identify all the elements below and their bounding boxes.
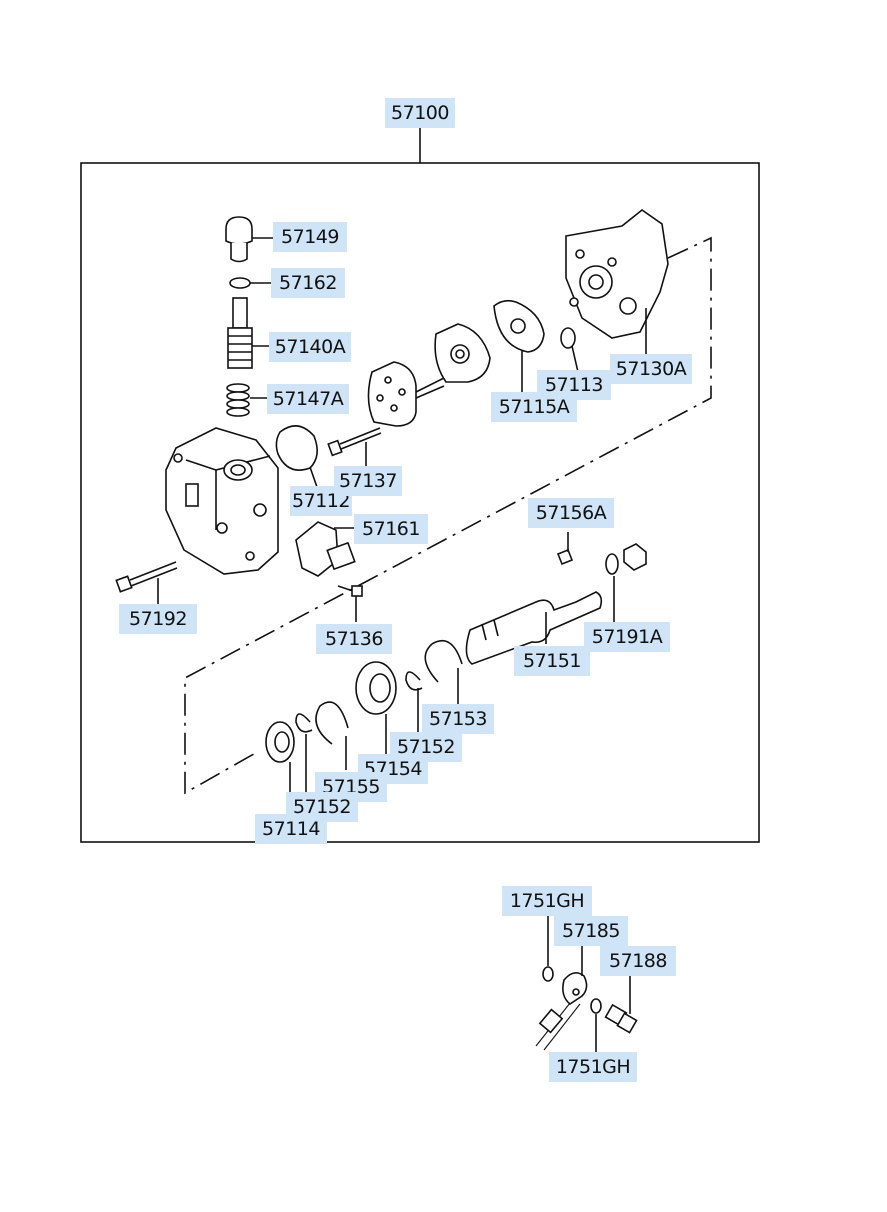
long-bolt-icon (115, 561, 178, 604)
cam-ring-icon (434, 323, 491, 383)
label-part-14[interactable]: 57191A (584, 622, 670, 652)
label-part-18[interactable]: 57154 (358, 754, 428, 784)
label-hose-part-4[interactable]: 1751GH (549, 1052, 637, 1082)
label-part-16[interactable]: 57153 (422, 704, 494, 734)
o-ring-icon (229, 277, 251, 289)
label-part-6[interactable]: 57137 (334, 466, 402, 496)
label-hose-part-1[interactable]: 1751GH (502, 886, 592, 916)
copper-washer-icon-2 (590, 998, 602, 1014)
label-part-15[interactable]: 57151 (514, 646, 590, 676)
seal-icon (265, 721, 295, 763)
snap-ring-icon-2 (315, 701, 349, 745)
label-part-11[interactable]: 57130A (610, 354, 692, 384)
gasket-icon (275, 425, 318, 471)
label-part-21[interactable]: 57114 (255, 814, 327, 844)
label-part-8[interactable]: 57192 (119, 604, 197, 634)
bearing-icon (355, 661, 397, 715)
hose-fitting-icon (535, 972, 588, 1051)
copper-washer-icon (542, 966, 554, 982)
label-hose-part-2[interactable]: 57185 (554, 916, 628, 946)
label-part-2[interactable]: 57162 (271, 268, 345, 298)
eye-bolt-icon (604, 1003, 638, 1034)
small-o-ring-icon (560, 327, 576, 349)
rotor-icon (367, 361, 445, 427)
label-part-1[interactable]: 57149 (273, 222, 347, 252)
label-part-9[interactable]: 57136 (316, 624, 392, 654)
label-part-7[interactable]: 57161 (354, 514, 428, 544)
short-bolt-icon (337, 585, 363, 622)
label-part-4[interactable]: 57147A (267, 384, 349, 414)
label-part-12[interactable]: 57115A (491, 392, 577, 422)
pump-body-icon (165, 427, 279, 575)
valve-spool-icon (227, 297, 270, 369)
label-assembly[interactable]: 57100 (385, 98, 455, 128)
flange-icon (295, 521, 356, 577)
bolt-icon (327, 427, 382, 468)
cap-part-icon (225, 216, 278, 263)
nut-icon (623, 543, 647, 571)
key-icon (556, 548, 574, 566)
dash-dot-boundary (184, 236, 712, 795)
label-part-13[interactable]: 57156A (528, 498, 614, 528)
drive-shaft-icon (465, 591, 603, 665)
washer-icon (605, 553, 619, 575)
small-snap-ring-icon-2 (295, 713, 313, 733)
label-hose-part-3[interactable]: 57188 (600, 946, 676, 976)
snap-ring-icon (424, 639, 463, 683)
side-plate-icon (493, 299, 545, 392)
label-part-3[interactable]: 57140A (269, 332, 351, 362)
pump-cover-icon (565, 209, 669, 356)
small-snap-ring-icon (405, 671, 423, 691)
spring-icon (226, 383, 268, 417)
